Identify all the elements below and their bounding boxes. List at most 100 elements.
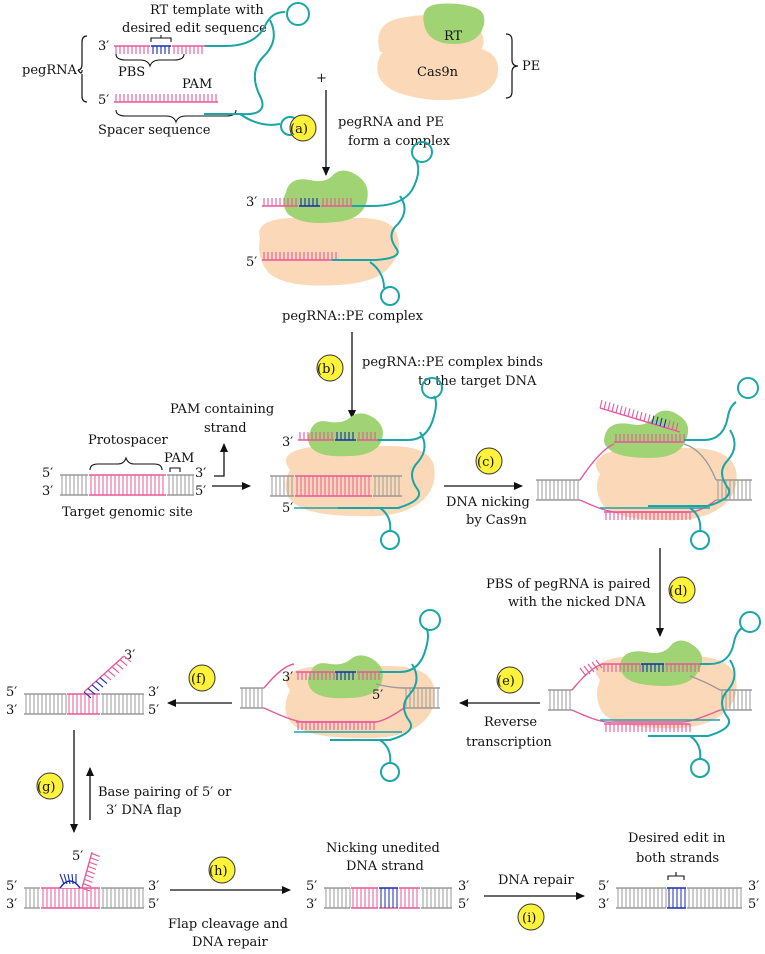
pegrna-3prime: 3′ <box>98 39 109 54</box>
flap-3prime-left: 3′ <box>6 703 17 718</box>
complex-cas9n <box>259 218 399 286</box>
bound-hairpin-2 <box>380 530 400 550</box>
nicking-dna-duplex <box>324 887 452 909</box>
pbs-paired-group <box>548 611 761 778</box>
pegrna-loop-top <box>205 11 286 47</box>
step-h-text-2: DNA repair <box>192 935 268 950</box>
paired-scaffold <box>648 659 736 737</box>
step-i-badge <box>517 903 545 931</box>
final-3prime-right: 3′ <box>748 879 759 894</box>
bound-cas9n <box>285 446 435 517</box>
target-caption: Target genomic site <box>62 505 193 520</box>
complex-tail <box>369 261 385 289</box>
paired-dna-duplex <box>548 659 752 732</box>
step-c-badge <box>475 447 503 475</box>
edit-bracket <box>150 35 172 42</box>
paired-hairpin-1 <box>739 611 761 633</box>
step-g-text-1: Base pairing of 5′ or <box>98 785 232 800</box>
nicked-hairpin-2 <box>690 530 710 550</box>
step-f-label: (f) <box>191 672 206 687</box>
nicking-5prime-right: 5′ <box>458 897 469 912</box>
bound-pegrna-strand <box>298 432 378 441</box>
step-c-text-2: by Cas9n <box>466 513 527 528</box>
annealed-5prime-right: 5′ <box>148 897 159 912</box>
step-i-label: (i) <box>522 911 536 926</box>
paired-rt <box>620 640 703 686</box>
flap-5prime-left: 5′ <box>6 685 17 700</box>
bound-5prime: 5′ <box>282 501 293 516</box>
target-3prime-right: 3′ <box>195 466 206 481</box>
annealed-3prime-left: 3′ <box>6 897 17 912</box>
pam-bracket <box>169 467 181 472</box>
desired-label-2: both strands <box>636 851 719 866</box>
annealed-3prime-right: 3′ <box>148 879 159 894</box>
flap-3prime-right: 3′ <box>148 685 159 700</box>
extended-dna-duplex <box>240 663 440 733</box>
spacer-brace <box>115 109 237 124</box>
extended-3prime: 3′ <box>282 670 293 685</box>
step-e-text-1: Reverse <box>484 715 537 730</box>
nicking-label-2: DNA strand <box>346 859 424 874</box>
pe-label: PE <box>522 59 540 74</box>
annealed-dna-duplex <box>24 851 144 909</box>
complex-3prime: 3′ <box>246 195 257 210</box>
final-dna-duplex <box>616 887 742 909</box>
pegrna-tail <box>239 113 281 126</box>
flap-3prime: 3′ <box>124 648 135 663</box>
rt-template-label-1: RT template with <box>150 3 264 18</box>
protospacer-brace <box>89 456 163 471</box>
bound-complex-group: 3′ 5′ <box>270 377 443 550</box>
target-5prime-right: 5′ <box>195 484 206 499</box>
nicking-label-1: Nicking unedited <box>326 841 440 856</box>
flap-intermediate-group: 3′ 5′ 3′ 3′ 5′ <box>6 648 159 718</box>
bound-dna-duplex <box>270 475 402 509</box>
nicked-loop-1 <box>684 401 737 441</box>
pam-label-top: PAM <box>182 77 212 92</box>
complex-group: 3′ 5′ pegRNA::PE complex <box>246 141 433 324</box>
complex-caption: pegRNA::PE complex <box>282 309 424 324</box>
target-dna-duplex <box>60 474 194 496</box>
nicked-rt <box>604 410 689 458</box>
spacer-label: Spacer sequence <box>98 123 211 138</box>
final-5prime-right: 5′ <box>748 897 759 912</box>
protospacer-label: Protospacer <box>88 433 169 448</box>
pe-brace <box>505 33 519 99</box>
step-a-text-2: form a complex <box>348 134 451 149</box>
annealed-flap-group: 5′ 5′ 3′ 3′ 5′ <box>6 849 159 912</box>
annealed-5prime-left: 5′ <box>6 879 17 894</box>
extended-loop-1 <box>380 627 429 673</box>
complex-spacer-strand <box>262 252 337 261</box>
complex-hairpin-2 <box>380 286 400 306</box>
step-a-text-1: pegRNA and PE <box>338 115 444 130</box>
rt-template-label-2: desired edit sequence <box>122 21 267 36</box>
extended-hairpin-1 <box>419 609 441 631</box>
step-c-label: (c) <box>477 455 494 470</box>
step-d-text-1: PBS of pegRNA is paired <box>486 577 651 592</box>
nicking-unedited-group: Nicking unedited DNA strand 5′ 3′ 3′ 5′ <box>306 841 469 912</box>
complex-pegrna-strand <box>262 198 352 207</box>
extended-scaffold <box>330 663 418 741</box>
complex-5prime: 5′ <box>246 255 257 270</box>
pam-strand-label-2: strand <box>204 421 247 436</box>
rt-extended-group: 3′ 5′ <box>240 609 441 782</box>
pam-label-target: PAM <box>164 451 194 466</box>
nicking-5prime-left: 5′ <box>306 879 317 894</box>
step-g-text-2: 3′ DNA flap <box>106 803 181 818</box>
step-g-label: (g) <box>37 780 55 795</box>
final-edited-group: Desired edit in both strands 5′ 3′ 3′ 5′ <box>598 831 759 912</box>
step-h-text-1: Flap cleavage and <box>168 917 288 932</box>
step-b-text-1: pegRNA::PE complex binds <box>362 355 543 370</box>
pegrna-5prime: 5′ <box>98 93 109 108</box>
target-site-group: PAM containing strand Protospacer PAM 5′… <box>42 402 274 520</box>
pegrna-3prime-strand <box>114 45 205 54</box>
nicking-3prime-left: 3′ <box>306 897 317 912</box>
paired-loop-1 <box>700 627 743 665</box>
bound-hairpin-1 <box>421 377 443 399</box>
rt-shape <box>423 3 485 44</box>
pam-strand-arrow <box>214 443 228 477</box>
rt-label: RT <box>444 29 463 44</box>
extended-5prime: 5′ <box>372 688 383 703</box>
step-e-badge <box>496 666 524 694</box>
step-b-badge <box>316 354 344 382</box>
step-e-text-2: transcription <box>466 735 552 750</box>
